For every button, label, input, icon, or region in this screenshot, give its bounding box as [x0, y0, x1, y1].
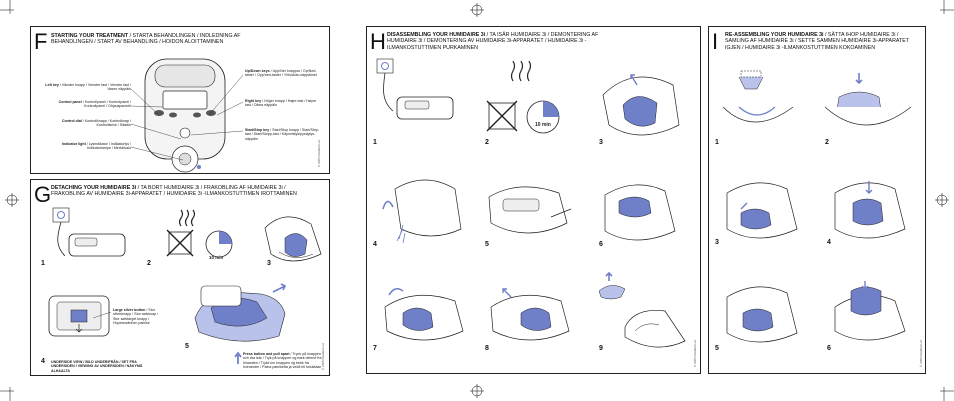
timer-label: 10 min — [535, 122, 551, 128]
label-control-dial: Control dial / Kontrollknapp / Kontrolkn… — [61, 119, 131, 128]
label-start-stop-key: Start/Stop key / Start/Stop knapp / Star… — [245, 128, 320, 141]
label-right-key: Right key / Höger knapp / Højre tast / H… — [245, 99, 317, 108]
step-5-tub-illustration — [488, 186, 572, 234]
panel-title: DETACHING YOUR HUMIDAIRE 3i / TA BORT HU… — [51, 185, 297, 198]
panel-letter: I — [712, 29, 719, 54]
step-7-lift-illustration — [384, 287, 464, 341]
underside-view-caption: UNDERSIDE VIEW / BILD UNDERIFRÅN / SET F… — [51, 360, 143, 373]
panel-g-detaching: G DETACHING YOUR HUMIDAIRE 3i / TA BORT … — [30, 179, 330, 376]
step-number: 5 — [715, 345, 719, 352]
panel-title: RE-ASSEMBLING YOUR HUMIDAIRE 3i / SÄTTA … — [725, 32, 909, 51]
step-4-underside-illustration — [48, 295, 110, 337]
timer-label: 10 min — [209, 255, 224, 260]
label-leader-lines — [130, 74, 244, 161]
step-8-separate-illustration — [490, 288, 570, 341]
panel-letter: H — [370, 29, 386, 54]
step-number: 8 — [485, 345, 489, 352]
step-number: 4 — [41, 358, 45, 365]
press-and-pull-caption: Press button and pull apart / Tryck på k… — [243, 352, 322, 369]
panel-i-reassembling: I RE-ASSEMBLING YOUR HUMIDAIRE 3i / SÄTT… — [708, 26, 926, 374]
step-3-illustration — [726, 182, 798, 239]
step-number: 4 — [373, 241, 377, 248]
step-number: 2 — [147, 260, 151, 267]
panel-f-starting-treatment: F STARTING YOUR TREATMENT / STARTA BEHAN… — [30, 26, 330, 174]
step-4-illustration — [834, 181, 906, 239]
step-number: 9 — [599, 345, 603, 352]
step-2-insert-chamber-illustration — [824, 73, 912, 126]
step-5-pull-apart-illustration — [194, 283, 287, 342]
copyright: © 2005 ResMed Ltd — [317, 140, 321, 167]
label-control-panel: Control panel / Kontrollpanel / Kontrolp… — [58, 100, 131, 109]
step-number: 1 — [41, 260, 45, 267]
label-indicator-light: Indicator light / Lysindikator / Indikat… — [62, 142, 131, 151]
step-number: 5 — [185, 343, 189, 350]
step-3-open-lid-illustration — [602, 74, 680, 136]
copyright: © 2005 ResMed Ltd — [919, 340, 923, 367]
panel-title: DISASSEMBLING YOUR HUMIDAIRE 3i / TA ISÄ… — [387, 32, 599, 51]
step-1-unplug-illustration — [376, 58, 454, 120]
step-6-illustration — [834, 281, 906, 341]
arrow-up-icon — [234, 351, 242, 364]
step-2-cooldown-illustration — [166, 209, 233, 258]
step-number: 7 — [373, 345, 377, 352]
step-number: 6 — [827, 345, 831, 352]
panel-h-disassembling: H DISASSEMBLING YOUR HUMIDAIRE 3i / TA I… — [366, 26, 701, 374]
step-number: 4 — [827, 239, 831, 246]
step-number: 2 — [825, 139, 829, 146]
step-number: 3 — [267, 260, 271, 267]
label-up-down-keys: Up/Down keys / Upp/Ner knappar / Op/Ned-… — [245, 69, 317, 78]
copyright: © 2005 ResMed Ltd — [693, 340, 697, 367]
step-9-chamber-lid-illustration — [598, 271, 686, 348]
step-number: 1 — [715, 139, 719, 146]
step-number: 1 — [373, 139, 377, 146]
panel-letter: G — [34, 182, 52, 207]
label-large-silver-button: Large silver button / Stor silverknapp /… — [113, 308, 159, 325]
step-5-illustration — [726, 286, 798, 343]
step-number: 6 — [599, 241, 603, 248]
step-number: 3 — [599, 139, 603, 146]
step-number: 3 — [715, 239, 719, 246]
step-2-cooldown-illustration — [486, 60, 560, 134]
latch-leader — [92, 311, 112, 319]
step-6-remove-chamber-illustration — [604, 184, 676, 241]
step-number: 5 — [485, 241, 489, 248]
panel-title: STARTING YOUR TREATMENT / STARTA BEHANDL… — [51, 33, 241, 46]
panel-letter: F — [34, 29, 48, 54]
step-3-remove-tub-illustration — [264, 216, 322, 262]
step-1-unplug-illustration — [52, 207, 126, 257]
step-4-drain-illustration — [382, 179, 462, 244]
copyright: © 2005 ResMed Ltd — [321, 343, 325, 370]
step-1-insert-seal-illustration — [722, 70, 794, 123]
step-number: 2 — [485, 139, 489, 146]
label-left-key: Left key / Vänster knapp / Venstre tast … — [45, 83, 131, 92]
